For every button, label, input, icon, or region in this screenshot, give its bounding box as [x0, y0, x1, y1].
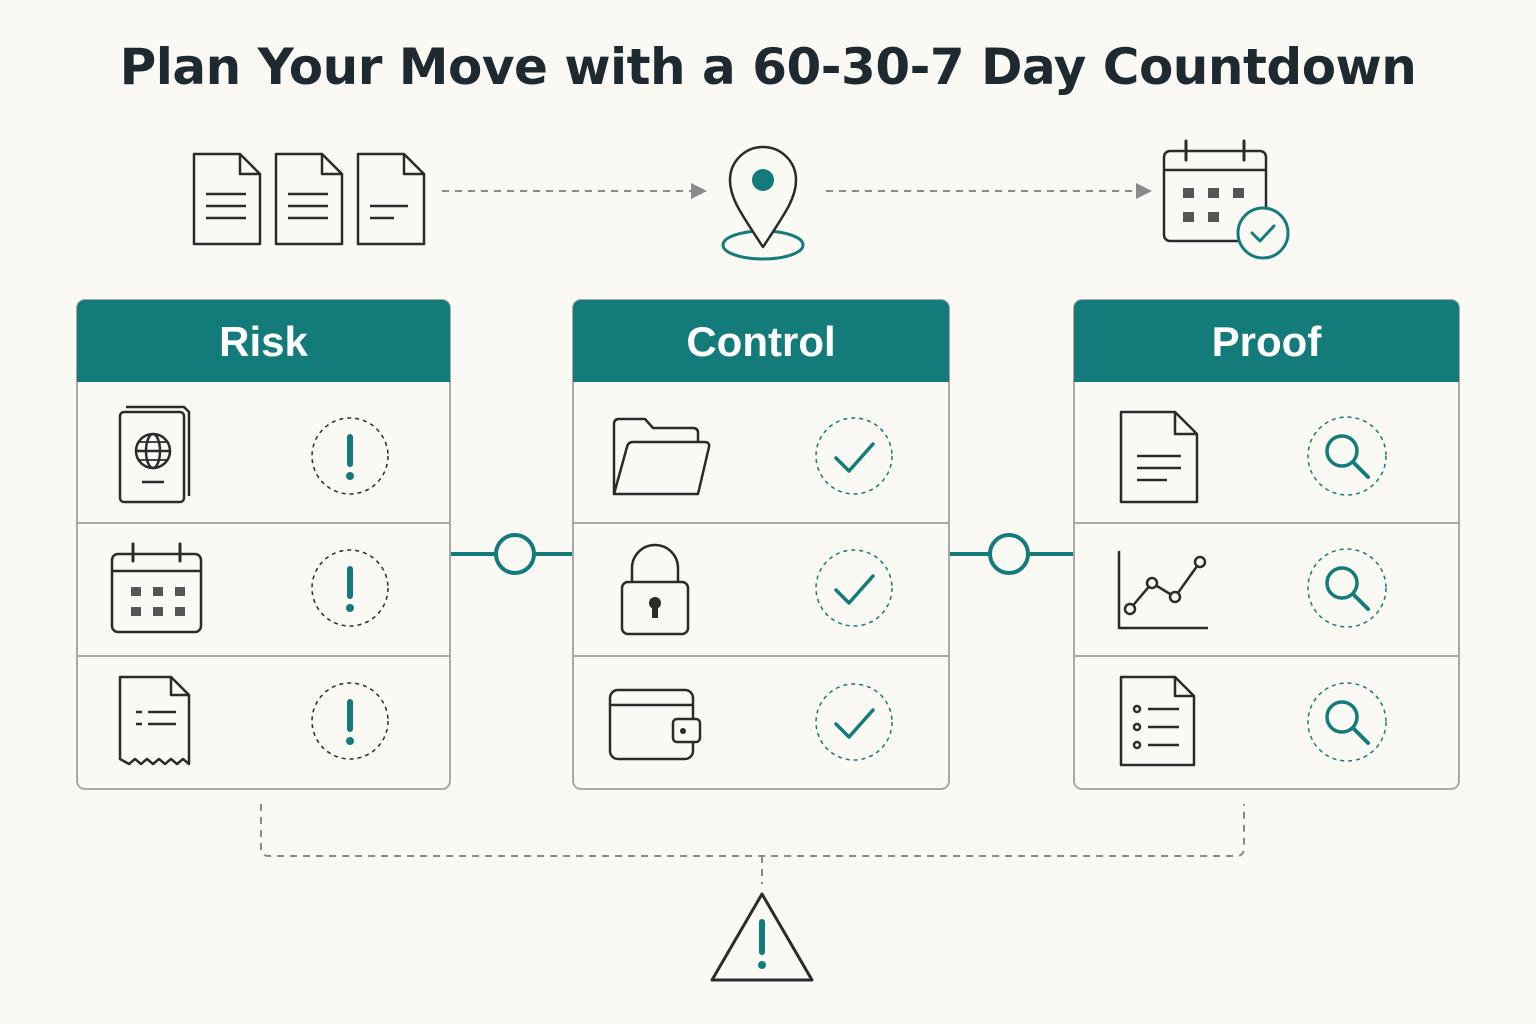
padlock-icon — [620, 543, 690, 636]
receipt-icon — [118, 675, 191, 766]
exclamation-icon — [311, 682, 389, 760]
timeline — [192, 139, 1290, 261]
folder-icon — [612, 417, 711, 496]
column-header — [1074, 300, 1459, 382]
passport-icon — [118, 405, 191, 504]
page-title: Plan Your Move with a 60-30-7 Day Countd… — [119, 38, 1417, 96]
magnifier-icon — [1307, 416, 1387, 496]
column-connector — [450, 533, 573, 575]
location-pin-icon — [721, 145, 805, 261]
document-icon — [192, 152, 262, 246]
checkmark-icon — [815, 417, 893, 495]
calendar-icon — [110, 542, 203, 634]
column-title-proof: Proof — [1211, 318, 1322, 365]
column-header — [77, 300, 450, 382]
column-header — [573, 300, 949, 382]
column-connector — [949, 533, 1074, 575]
wallet-icon — [608, 688, 702, 761]
document-icon — [274, 152, 344, 246]
calendar-check-icon — [1162, 139, 1290, 260]
checkmark-icon — [815, 683, 893, 761]
bottom-bracket — [260, 804, 1245, 884]
document-icon — [1119, 410, 1199, 504]
exclamation-icon — [311, 417, 389, 495]
checklist-icon — [1119, 675, 1196, 767]
exclamation-icon — [311, 549, 389, 627]
column-title-risk: Risk — [219, 318, 308, 365]
document-icon — [356, 152, 426, 246]
magnifier-icon — [1307, 548, 1387, 628]
magnifier-icon — [1307, 682, 1387, 762]
line-chart-icon — [1117, 551, 1208, 630]
checkmark-icon — [815, 549, 893, 627]
column-risk — [76, 299, 451, 790]
warning-triangle-icon — [710, 892, 814, 982]
column-proof — [1073, 299, 1460, 790]
column-title-control: Control — [686, 318, 836, 365]
column-control — [572, 299, 950, 790]
